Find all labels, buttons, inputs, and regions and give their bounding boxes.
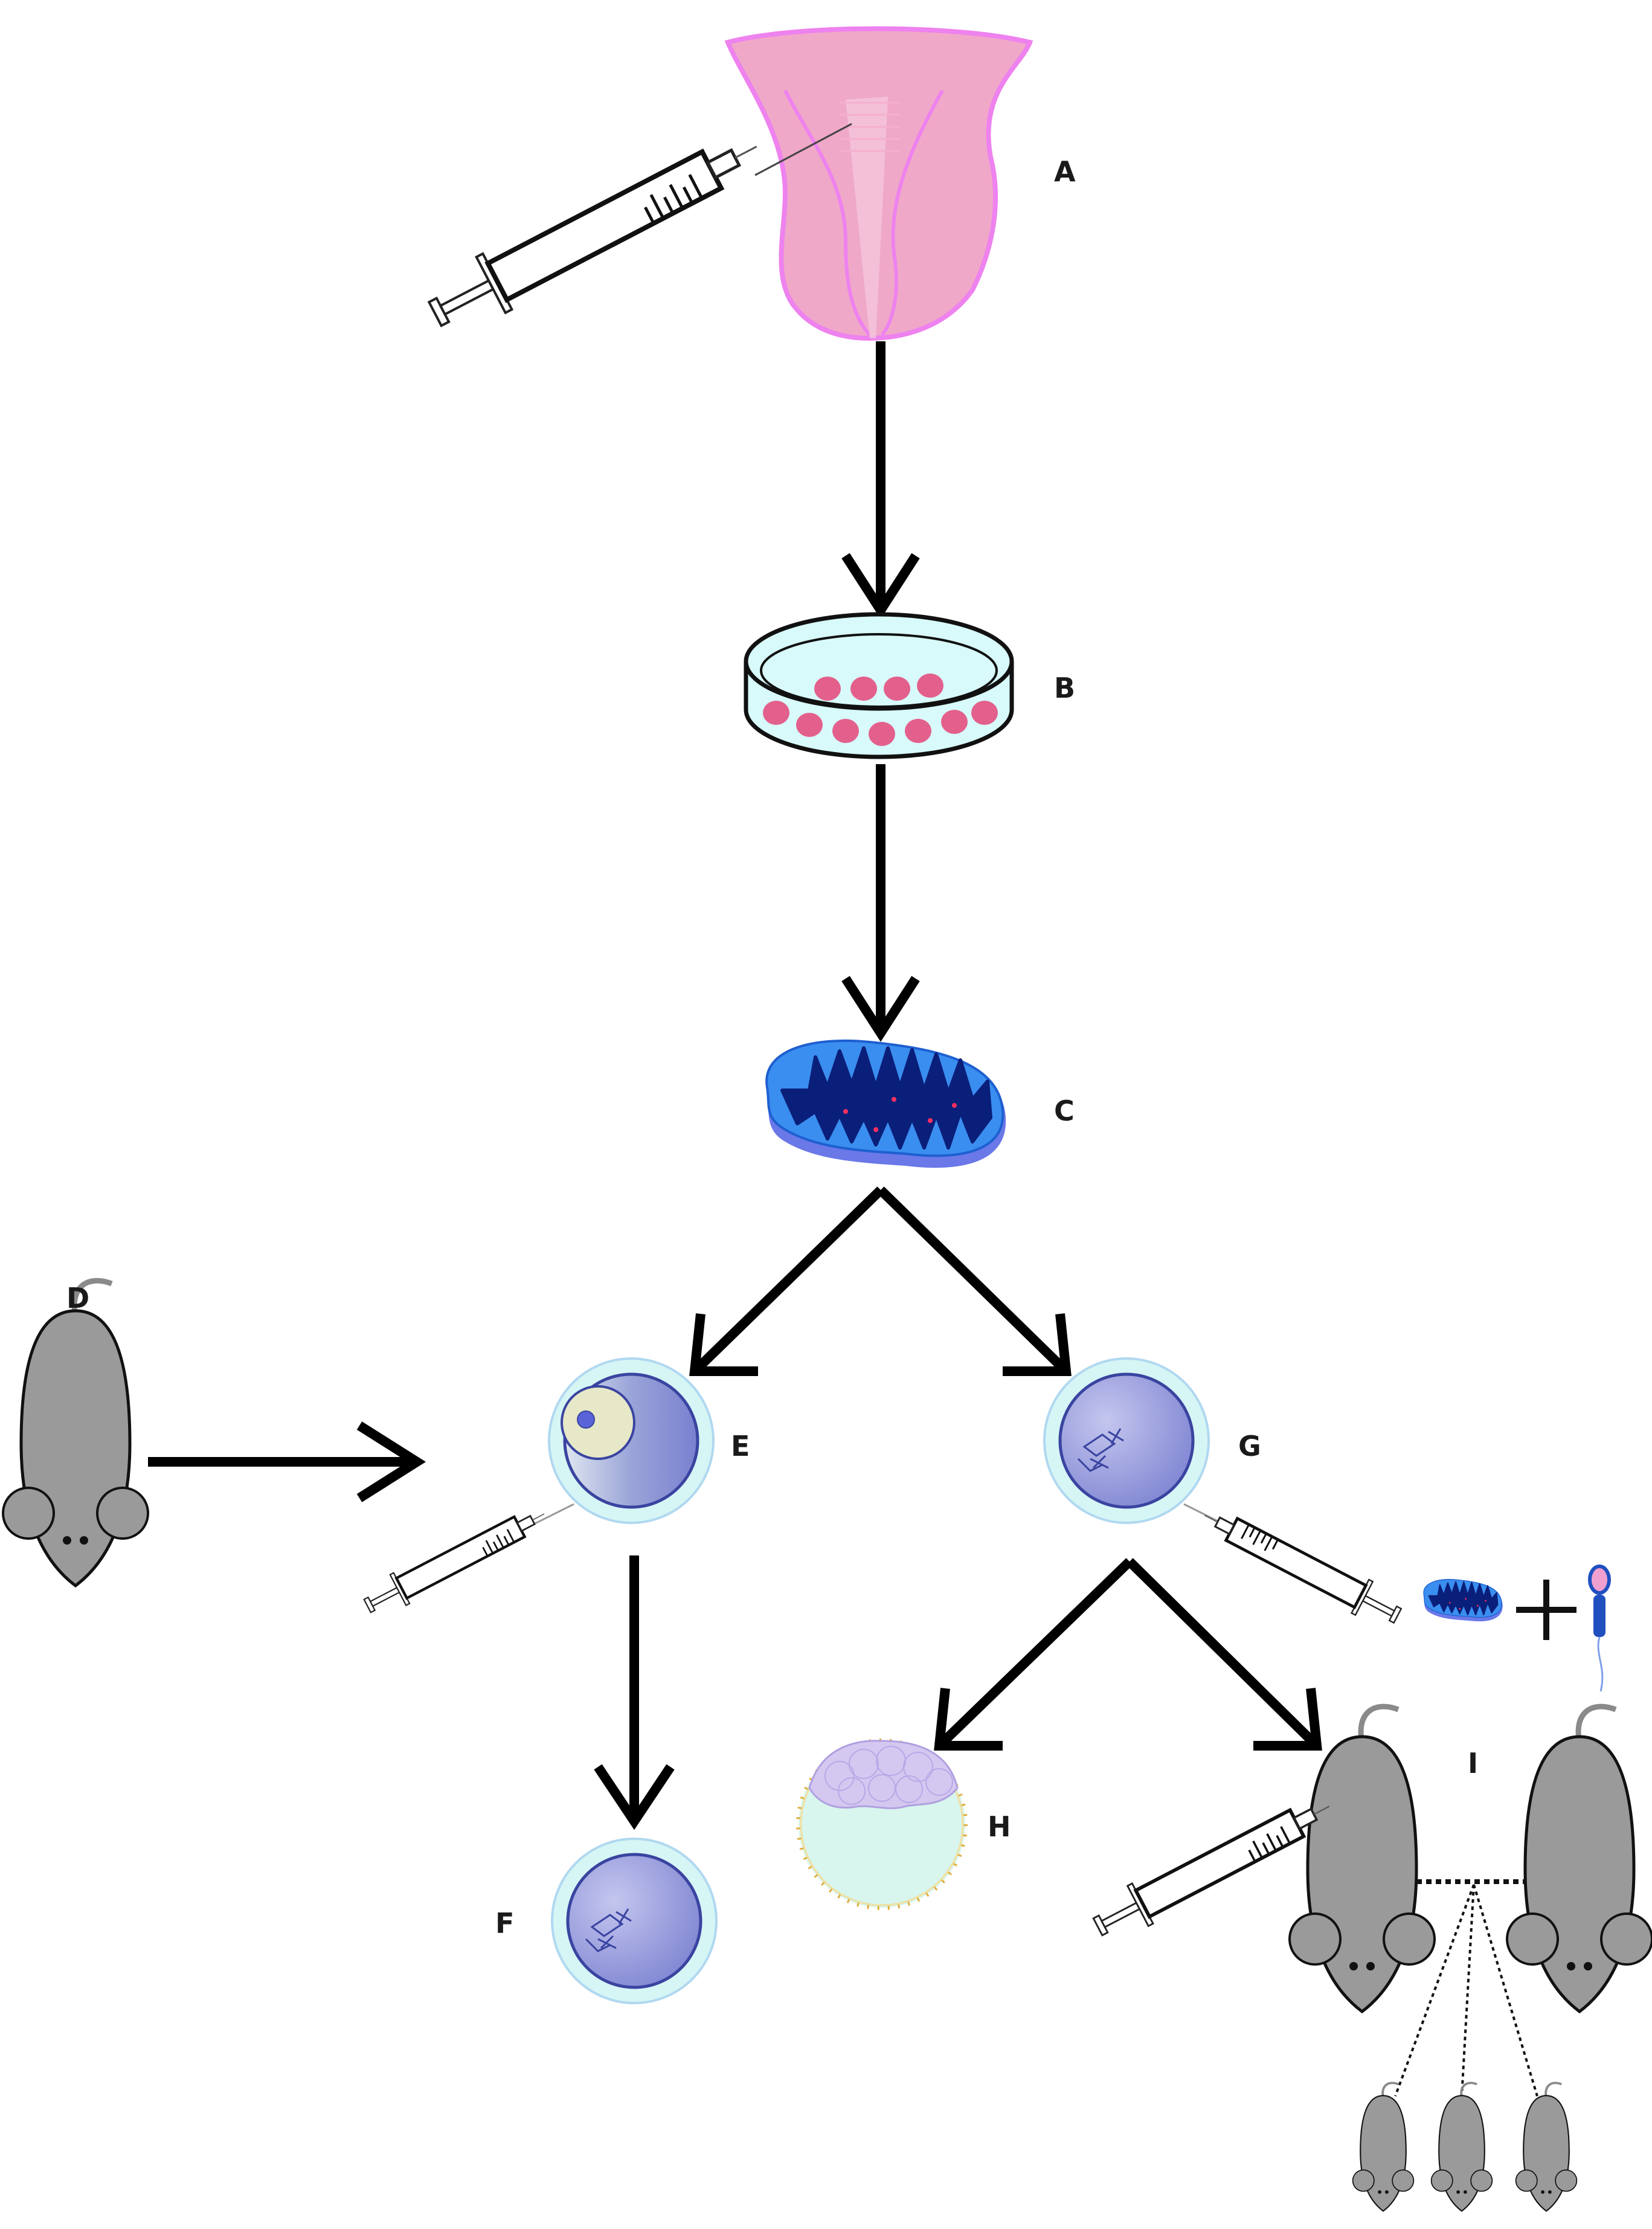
label-b: B [1054, 672, 1075, 704]
label-f: F [495, 1907, 514, 1940]
offspring-lines [1394, 1884, 1538, 2097]
mitochondrion-icon [1423, 1578, 1503, 1623]
uterus-icon [724, 26, 1033, 341]
arrow-c-to-e [689, 1186, 884, 1376]
label-a: A [1054, 155, 1076, 188]
mouse-icon [1507, 1706, 1652, 2012]
plus-icon [1516, 1580, 1576, 1640]
syringe-icon [1196, 1499, 1406, 1633]
petri-dish-icon [744, 612, 1014, 759]
mouse-icon [1430, 2082, 1494, 2213]
arrow-g-to-h [934, 1558, 1133, 1751]
syringe-icon [420, 118, 771, 341]
oocyte-icon [548, 1357, 715, 1524]
label-h: H [988, 1810, 1011, 1843]
oocyte-icon [1044, 1359, 1209, 1523]
label-i: I [1468, 1747, 1478, 1780]
syringe-needle-a [754, 123, 852, 176]
label-e: E [731, 1430, 750, 1462]
arrow-a-to-b [841, 341, 920, 619]
mouse-icon [3, 1281, 148, 1586]
sperm-icon [1588, 1565, 1611, 1692]
label-d: D [66, 1282, 89, 1314]
oocyte-icon [552, 1839, 716, 2003]
arrow-g-to-i [1126, 1558, 1322, 1751]
arrow-e-to-f [594, 1555, 675, 1830]
arrow-d-to-e [148, 1421, 426, 1502]
arrow-b-to-c [841, 764, 920, 1042]
mouse-icon [1351, 2082, 1415, 2213]
blastocyst-icon [796, 1738, 968, 1910]
arrow-c-to-g [877, 1186, 1072, 1376]
syringe-icon [359, 1499, 552, 1621]
mitochondrion-icon [767, 1041, 1006, 1168]
nucleus-icon [561, 1385, 635, 1460]
label-g: G [1238, 1430, 1261, 1462]
mouse-icon [1514, 2082, 1578, 2213]
mouse-icon [1290, 1706, 1435, 2012]
label-c: C [1054, 1095, 1075, 1127]
